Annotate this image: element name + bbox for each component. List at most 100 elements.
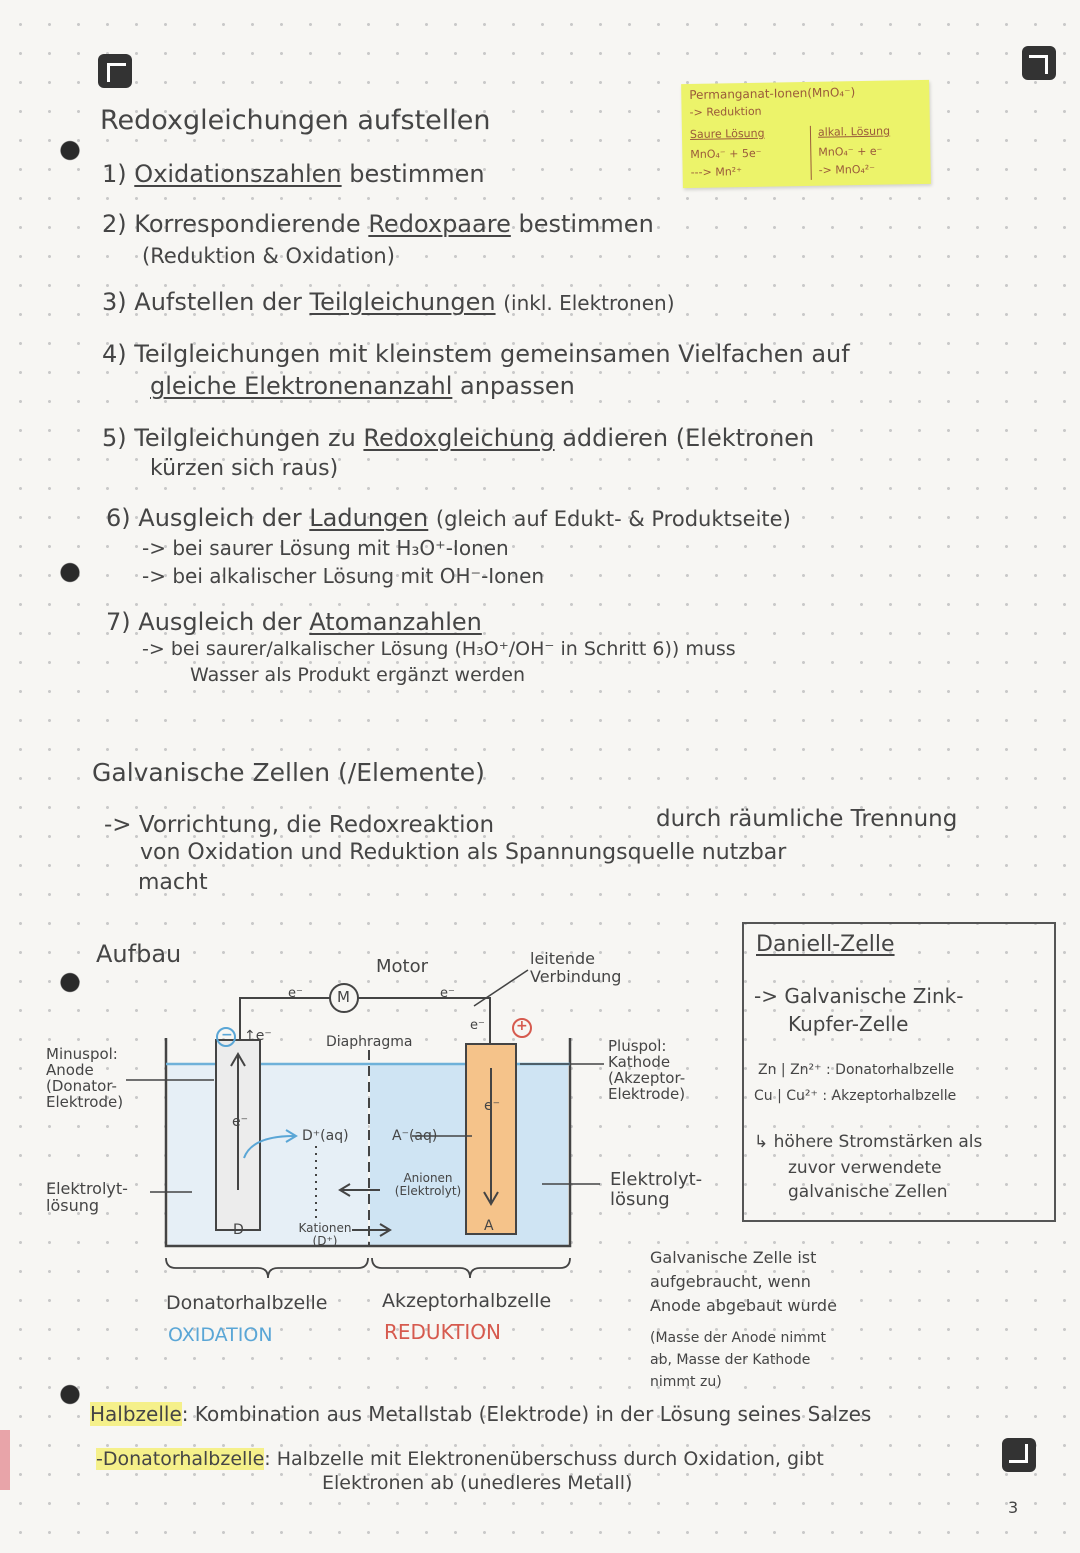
sticky-divider [809,125,812,180]
arrow-head-left-icon [338,1183,351,1197]
diagram-heading: Aufbau [96,940,182,968]
arrow-head-up-icon [230,1052,246,1067]
galvanic-def-line2: von Oxidation und Reduktion als Spannung… [140,840,787,865]
used-up-line5: ab, Masse der Kathode [650,1352,811,1368]
arrow-head-right-icon [285,1129,298,1143]
sticky-note: Permanganat-Ionen(MnO₄⁻) -> Reduktion Sa… [681,79,931,189]
donator-definition: -Donatorhalbzelle: Halbzelle mit Elektro… [96,1448,824,1470]
sticky-subtitle: -> Reduktion [689,104,762,120]
minus-pole-label: Minuspol: Anode (Donator-Elektrode) [46,1045,124,1111]
used-up-line2: aufgebraucht, wenn [650,1272,811,1291]
donor-half-cell-label: Donatorhalbzelle [166,1292,328,1314]
sticky-title: Permanganat-Ionen(MnO₄⁻) [689,85,856,103]
acceptor-ion-label: A⁻(aq) [392,1128,438,1144]
electron-top-left: ↑e⁻ [244,1028,272,1044]
galvanic-def-line3: macht [138,870,208,895]
wire [358,997,491,1044]
plus-pole-icon [512,1018,532,1038]
used-up-line1: Galvanische Zelle ist [650,1248,817,1267]
step-5: 5) Teilgleichungen zu Redoxgleichung add… [102,424,815,452]
electron-wire-left: e⁻ [288,986,303,1001]
step-1: 1) Oxidationszahlen bestimmen [102,160,485,188]
galvanic-cell-diagram [126,969,604,1279]
rod-left-label: D [233,1222,244,1238]
step-6-keyword: Ladungen [309,504,429,532]
punch-hole [52,134,82,164]
electron-corner: e⁻ [470,1018,485,1033]
step-5-line2: kürzen sich raus) [150,456,339,481]
used-up-line6: nimmt zu) [650,1374,722,1390]
sticky-col1-line1: MnO₄⁻ + 5e⁻ [690,146,762,162]
step-7-line3: Wasser als Produkt ergänzt werden [190,664,526,686]
diaphragm-label: Diaphragma [326,1034,413,1050]
ion-arrow-donor [243,1135,295,1159]
donator-definition-line2: Elektronen ab (unedleres Metall) [322,1472,633,1494]
plus-pole-label: Pluspol: Kathode (Akzeptor-Elektrode) [608,1037,686,1103]
electron-rod-right: e⁻ [484,1098,501,1114]
sticky-col2-line1: MnO₄⁻ + e⁻ [818,144,883,159]
sticky-col1-line2: ---> Mn²⁺ [690,165,743,180]
punch-hole [52,966,82,996]
acceptor-half-cell-label: Akzeptorhalbzelle [382,1290,552,1312]
step-6-line2: -> bei saurer Lösung mit H₃O⁺-Ionen [142,536,509,560]
rod-right-label: A [484,1218,494,1234]
punch-hole [52,556,82,586]
connection-label: leitende Verbindung [530,949,622,986]
electrolyte-left-label: Elektrolyt-lösung [46,1179,128,1215]
redox-title: Redoxgleichungen aufstellen [100,105,491,136]
electrolyte-right-label: Elektrolyt-lösung [610,1169,703,1210]
step-3: 3) Aufstellen der Teilgleichungen (inkl.… [102,288,675,316]
step-2: 2) Korrespondierende Redoxpaare bestimme… [102,210,654,238]
step-7: 7) Ausgleich der Atomanzahlen [106,608,482,636]
galvanic-def-line1a: -> Vorrichtung, die Redoxreaktion [104,812,495,838]
daniell-cell-box: Daniell-Zelle -> Galvanische Zink- Kupfe… [742,922,1056,1222]
daniell-note-line2: zuvor verwendete [788,1158,942,1178]
page-number: 3 [1008,1498,1019,1517]
minus-sign: − [221,1027,233,1043]
galvanic-def-line1b: durch räumliche Trennung [656,806,958,832]
wire [239,997,330,1040]
motor-icon [329,983,359,1013]
step-2-keyword: Redoxpaare [368,210,511,238]
daniell-copper: Cu | Cu²⁺ : Akzeptorhalbzelle [754,1088,957,1104]
anions-label: Anionen (Elektrolyt) [394,1171,462,1198]
brace-donor [165,1257,369,1279]
page-edge-tab [0,1430,10,1490]
punch-hole [52,1378,82,1408]
motor-label: Motor [376,956,429,977]
step-4-keyword: gleiche Elektronenanzahl [150,372,453,400]
cations-label: Kationen (D⁺) [298,1221,352,1248]
sticky-col2-head: alkal. Lösung [817,124,891,139]
donor-ion-label: D⁺(aq) [302,1128,349,1144]
used-up-line3: Anode abgebaut wurde [650,1296,837,1315]
electron-wire-right: e⁻ [440,986,455,1001]
electron-rod-left: e⁻ [232,1114,249,1130]
halbzelle-definition: Halbzelle: Kombination aus Metallstab (E… [90,1402,872,1426]
corner-marker-top-right [1022,46,1056,80]
halbzelle-term: Halbzelle [90,1402,182,1426]
arrow-head-down-icon [483,1191,499,1206]
arrow-head-right-icon [379,1223,392,1237]
donator-term: -Donatorhalbzelle [96,1448,265,1470]
step-4: 4) Teilgleichungen mit kleinstem gemeins… [102,340,850,368]
daniell-zinc: Zn | Zn²⁺ : Donatorhalbzelle [758,1062,955,1078]
used-up-line4: (Masse der Anode nimmt [650,1330,826,1346]
oxidation-label: OXIDATION [168,1324,273,1346]
step-5-keyword: Redoxgleichung [363,424,555,452]
reduction-label: REDUKTION [384,1320,501,1344]
sticky-col2-line2: -> MnO₄²⁻ [818,162,876,177]
daniell-line1: -> Galvanische Zink- [754,984,964,1008]
daniell-line2: Kupfer-Zelle [788,1012,909,1036]
daniell-note-line3: galvanische Zellen [788,1182,948,1202]
daniell-title: Daniell-Zelle [756,932,895,957]
minus-pole-icon [216,1027,236,1047]
step-3-keyword: Teilgleichungen [309,288,496,316]
brace-acceptor [371,1257,571,1279]
step-6-line3: -> bei alkalischer Lösung mit OH⁻-Ionen [142,564,545,588]
plus-sign: + [516,1018,528,1034]
daniell-note-line1: ↳ höhere Stromstärken als [754,1132,983,1152]
sticky-col1-head: Saure Lösung [689,126,765,142]
step-6: 6) Ausgleich der Ladungen (gleich auf Ed… [106,504,791,532]
step-7-line2: -> bei saurer/alkalischer Lösung (H₃O⁺/O… [142,638,736,660]
step-4-line2: gleiche Elektronenanzahl anpassen [150,372,575,400]
